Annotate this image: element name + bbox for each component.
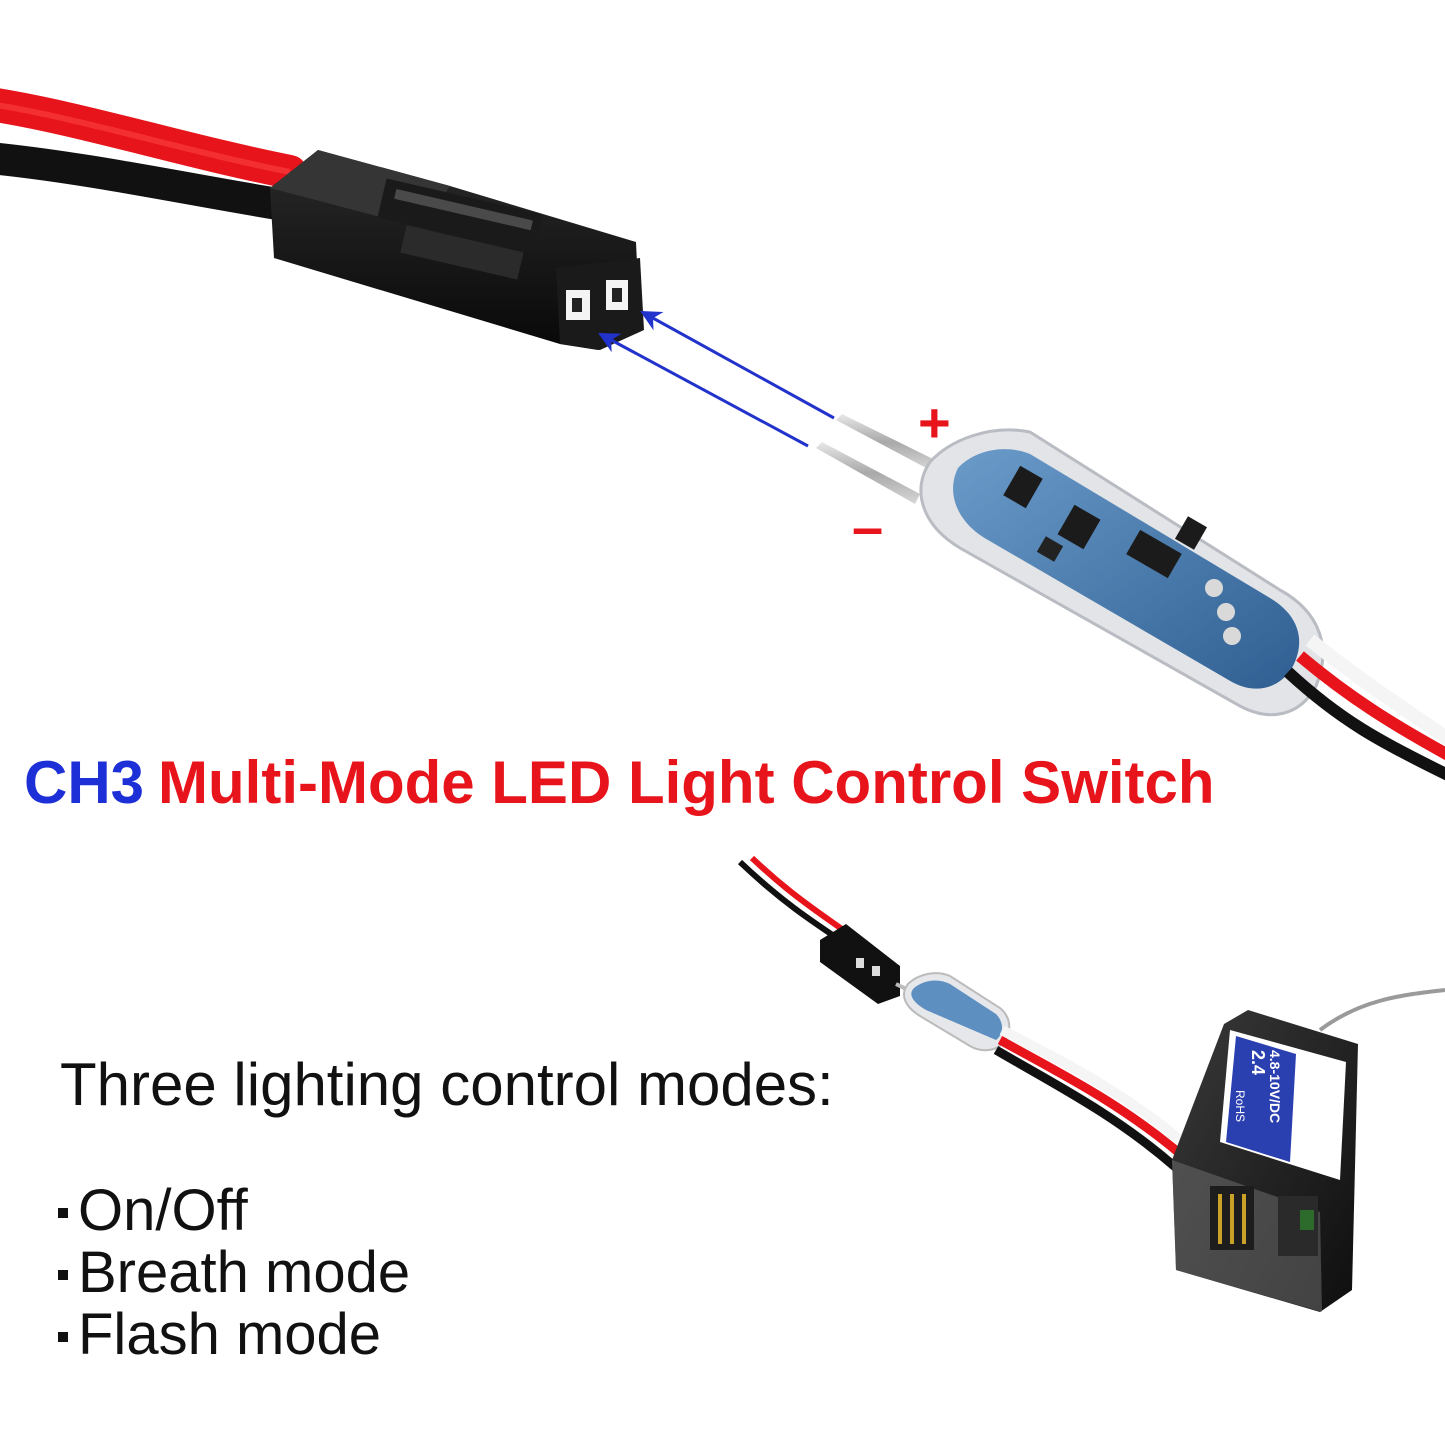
bullet-icon <box>58 1270 68 1280</box>
receiver-freq-label: 2.4 <box>1248 1050 1268 1075</box>
list-item: Breath mode <box>58 1242 410 1304</box>
product-title: Multi-Mode LED Light Control Switch <box>158 749 1215 816</box>
channel-label: CH3 <box>24 749 145 816</box>
receiver-model-label: P6F <box>1294 1080 1325 1131</box>
minus-sign: – <box>852 495 884 558</box>
list-item: On/Off <box>58 1180 410 1242</box>
mode-label: Breath mode <box>78 1240 411 1305</box>
bullet-icon <box>58 1208 68 1218</box>
led-switch-module <box>816 414 1445 781</box>
insertion-arrows <box>598 310 835 448</box>
bullet-icon <box>58 1332 68 1342</box>
receiver-rohs-label: RoHS <box>1233 1090 1247 1122</box>
mode-list: On/Off Breath mode Flash mode <box>58 1180 410 1366</box>
mode-label: Flash mode <box>78 1302 382 1367</box>
receiver-voltage-label: 4.8-10V/DC <box>1267 1050 1283 1123</box>
plus-sign: + <box>918 391 951 454</box>
mode-label: On/Off <box>78 1178 248 1243</box>
receiver-assembly <box>737 855 1445 1312</box>
top-cable <box>0 88 307 222</box>
dupont-connector <box>270 150 644 350</box>
list-item: Flash mode <box>58 1304 410 1366</box>
modes-heading: Three lighting control modes: <box>60 1051 834 1118</box>
